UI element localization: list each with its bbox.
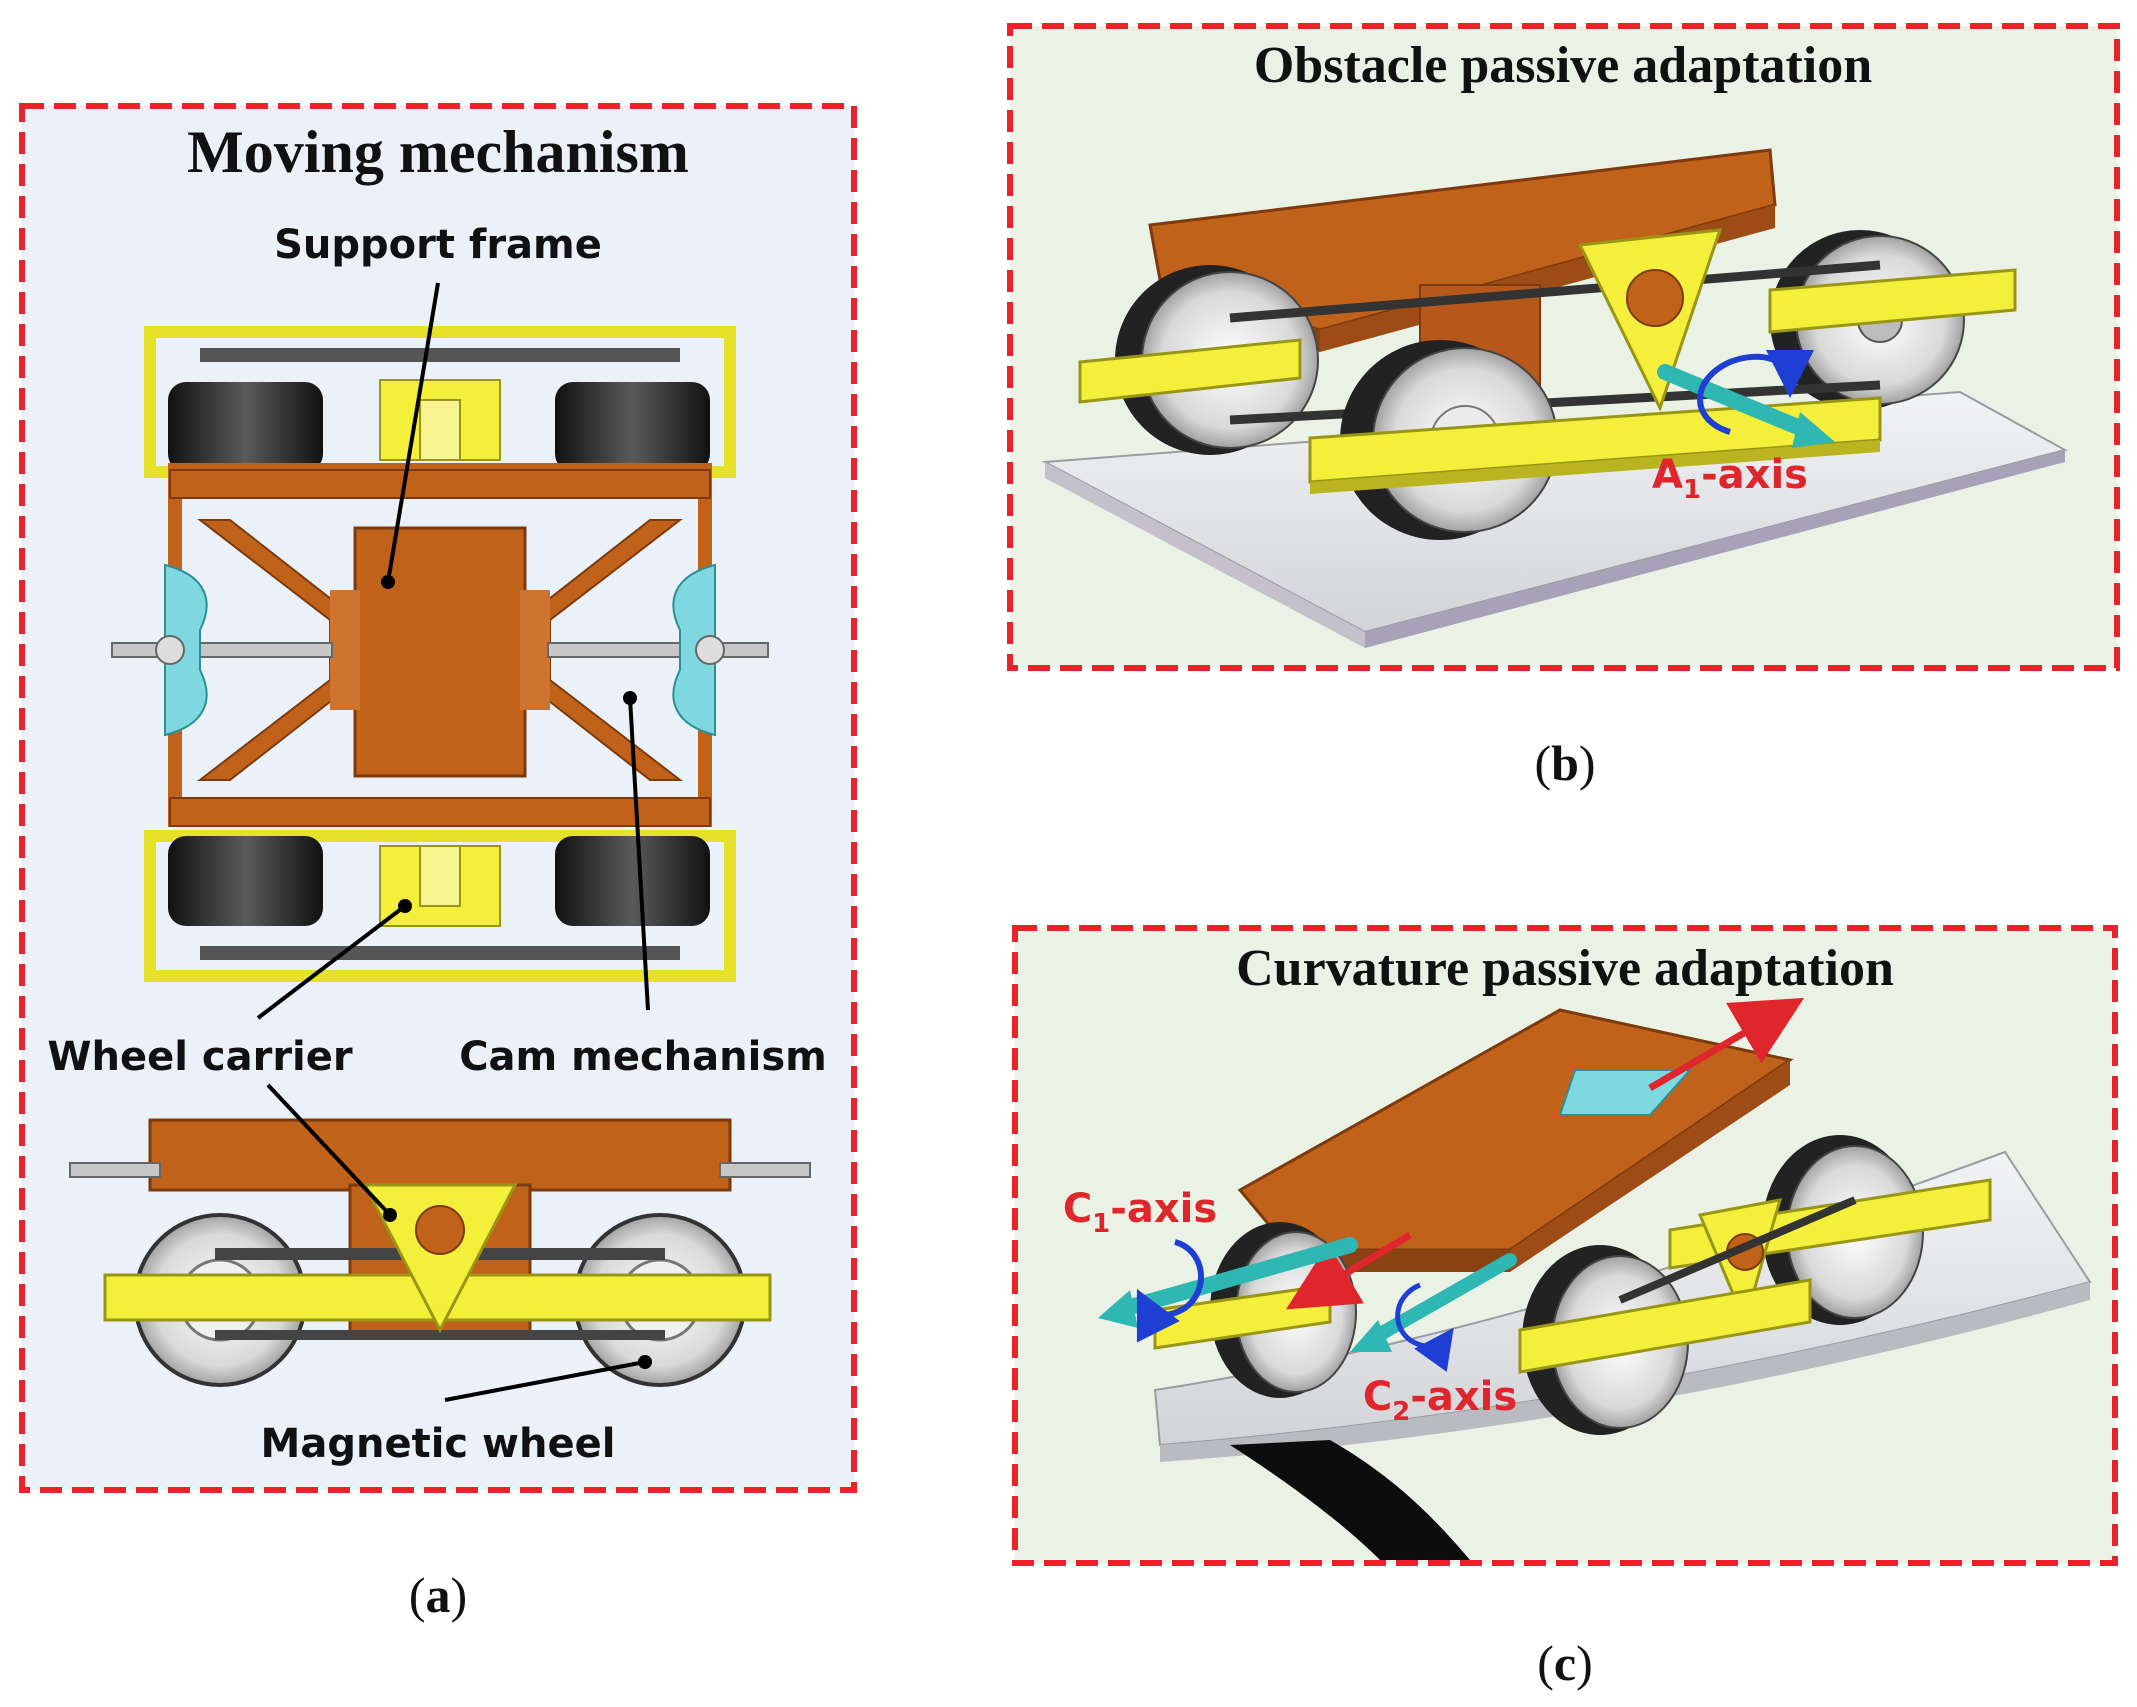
magnetic-wheel-top-right [555, 382, 710, 472]
leader-wheel-carrier-side [266, 1083, 392, 1217]
panel-b-rear-carrier [1078, 338, 1302, 404]
panel-b: Obstacle passive adaptation [1007, 23, 2120, 791]
caption-b: (b) [1534, 735, 1595, 791]
support-frame-plate [353, 526, 527, 778]
cam-left [164, 563, 208, 737]
panel-c-c1-label: C1-axis [1063, 1186, 1217, 1239]
panel-b-title: Obstacle passive adaptation [1254, 37, 1872, 94]
label-cam-mechanism: Cam mechanism [459, 1034, 827, 1080]
caption-c: (c) [1537, 1635, 1593, 1691]
panel-a: Moving mechanism [19, 103, 857, 1623]
leader-support-frame [386, 282, 440, 583]
panel-c-title: Curvature passive adaptation [1236, 940, 1894, 997]
leader-wheel-carrier [256, 904, 407, 1020]
cam-right [672, 563, 716, 737]
panel-b-a1-label: A1-axis [1652, 452, 1808, 505]
panel-c-c2-rotation [1395, 1282, 1454, 1372]
panel-b-a1-rotation [1697, 349, 1814, 435]
label-magnetic-wheel: Magnetic wheel [261, 1421, 616, 1467]
top-view-assembly [111, 326, 769, 982]
magnetic-wheel-bottom-right [555, 836, 710, 926]
label-support-frame: Support frame [274, 222, 602, 268]
lower-wheel-carrier [144, 830, 736, 982]
panel-a-title: Moving mechanism [187, 119, 689, 185]
leader-magnetic-wheel [444, 1360, 646, 1402]
magnetic-wheel-top-left [168, 382, 323, 472]
side-triangle-carrier [362, 1183, 518, 1334]
panel-c-red-arrow-top [1648, 997, 1805, 1092]
lower-belt [200, 946, 680, 960]
panel-c-c1-rotation [1136, 1239, 1204, 1343]
panel-c-red-arrow-front [1285, 1231, 1412, 1310]
label-wheel-carrier: Wheel carrier [47, 1034, 352, 1080]
panel-c-c2-axis-arrow [1363, 1253, 1517, 1347]
leader-cam-mechanism [628, 697, 650, 1011]
side-view-assembly [69, 1118, 811, 1387]
panel-c: Curvature passive adaptation [1012, 925, 2118, 1691]
panel-c-c2-label: C2-axis [1363, 1374, 1517, 1427]
panel-b-a1-axis-arrow [1657, 364, 1818, 440]
panel-c-front-carrier [1518, 1278, 1812, 1374]
magnetic-wheel-bottom-left [168, 836, 323, 926]
upper-belt [200, 348, 680, 362]
caption-a: (a) [409, 1567, 467, 1623]
